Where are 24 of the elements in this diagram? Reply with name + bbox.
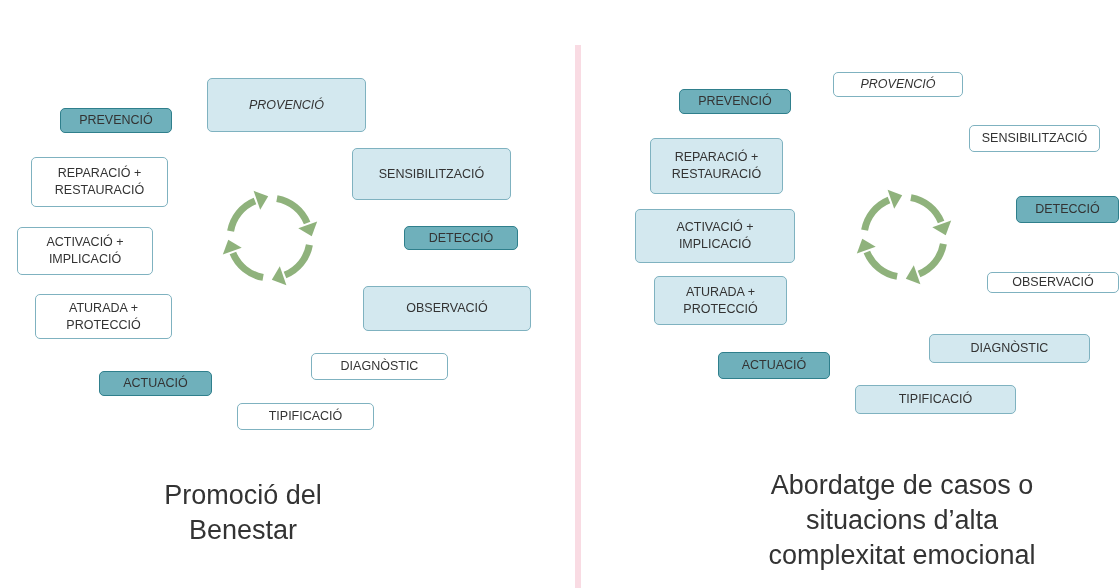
stage-box: TIPIFICACIÓ: [855, 385, 1016, 414]
stage-box: ACTIVACIÓ + IMPLICACIÓ: [17, 227, 153, 275]
stage-box: DETECCIÓ: [404, 226, 518, 250]
stage-box: DETECCIÓ: [1016, 196, 1119, 223]
stage-box: TIPIFICACIÓ: [237, 403, 374, 430]
panel-caption: Abordatge de casos o situacions d’alta complexitat emocional: [767, 469, 1037, 573]
stage-box: ACTIVACIÓ + IMPLICACIÓ: [635, 209, 795, 263]
stage-box: SENSIBILITZACIÓ: [352, 148, 511, 200]
stage-box: OBSERVACIÓ: [363, 286, 531, 331]
stage-box: PREVENCIÓ: [679, 89, 791, 114]
stage-box: ACTUACIÓ: [718, 352, 830, 379]
stage-box: PREVENCIÓ: [60, 108, 172, 133]
stage-box: DIAGNÒSTIC: [311, 353, 448, 380]
stage-box: PROVENCIÓ: [207, 78, 366, 132]
stage-box: REPARACIÓ + RESTAURACIÓ: [650, 138, 783, 194]
stage-box: OBSERVACIÓ: [987, 272, 1119, 293]
stage-box: ATURADA + PROTECCIÓ: [654, 276, 787, 325]
stage-box: REPARACIÓ + RESTAURACIÓ: [31, 157, 168, 207]
stage-box: DIAGNÒSTIC: [929, 334, 1090, 363]
stage-box: ACTUACIÓ: [99, 371, 212, 396]
stage-box: ATURADA + PROTECCIÓ: [35, 294, 172, 339]
stage-box: PROVENCIÓ: [833, 72, 963, 97]
stage-box: SENSIBILITZACIÓ: [969, 125, 1100, 152]
panel-caption: Promoció del Benestar: [163, 479, 323, 548]
